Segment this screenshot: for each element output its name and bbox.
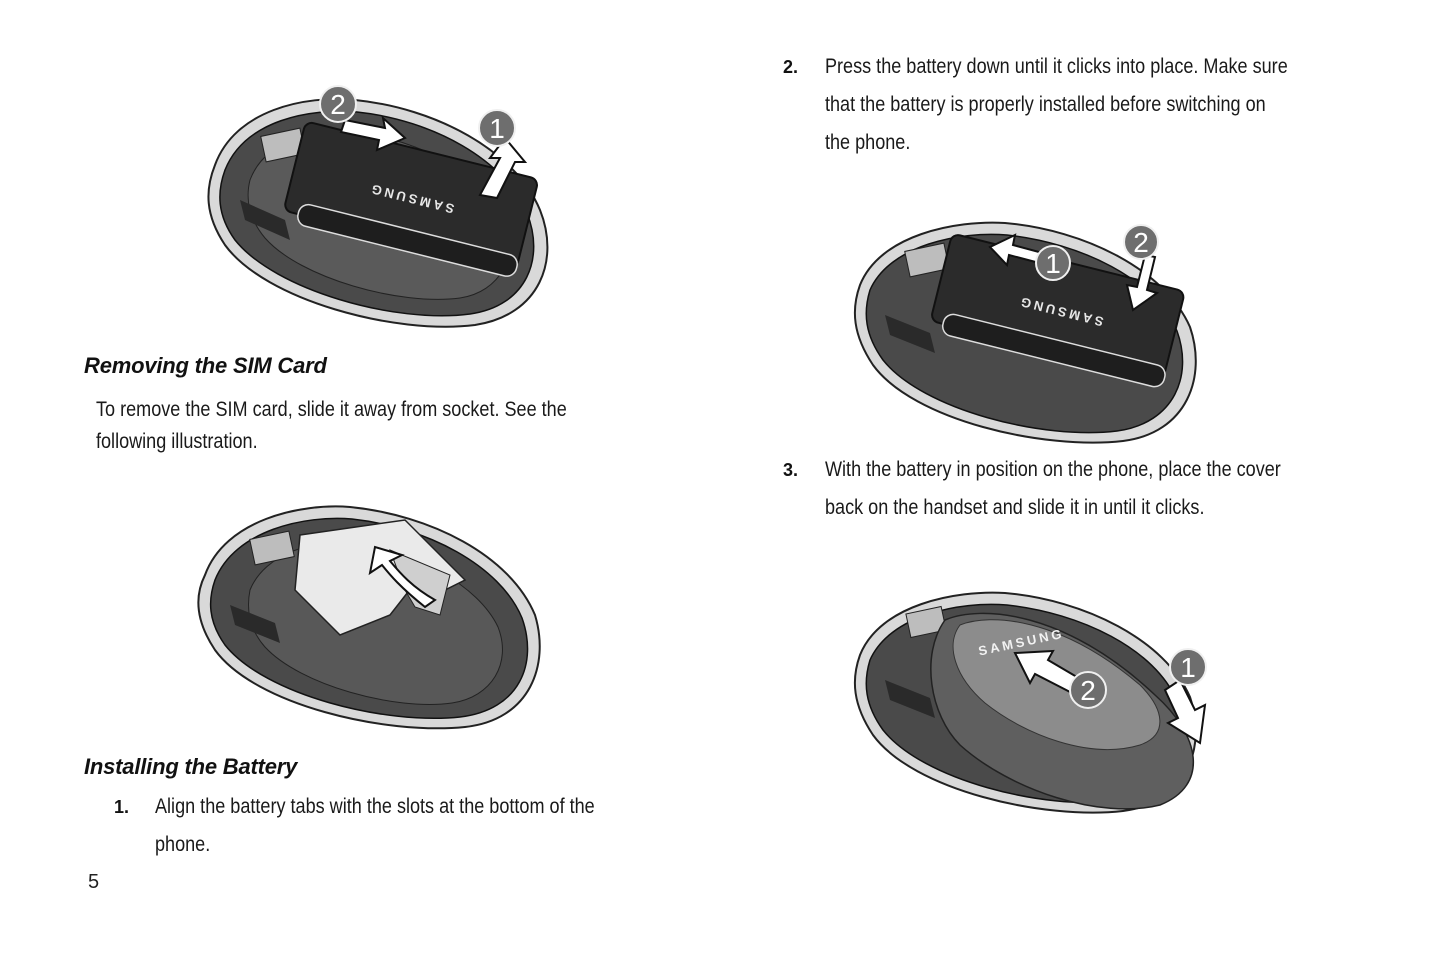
step-1-text: Align the battery tabs with the slots at… — [155, 788, 705, 864]
step-2-text-line: Press the battery down until it clicks i… — [825, 55, 1288, 78]
svg-text:2: 2 — [330, 89, 346, 120]
step-3-text-line: back on the handset and slide it in unti… — [825, 496, 1205, 519]
svg-text:1: 1 — [1180, 652, 1196, 683]
sim-removal-illustration — [197, 505, 541, 730]
callout-step-1-badge — [1035, 245, 1071, 281]
step-1-number: 1. — [114, 797, 130, 817]
step-3-text-line: With the battery in position on the phon… — [825, 458, 1281, 481]
step-2-text: Press the battery down until it clicks i… — [825, 48, 1375, 162]
svg-text:2: 2 — [1133, 227, 1149, 258]
callout-step-1-badge — [1169, 648, 1207, 686]
step-3-number: 3. — [783, 460, 799, 480]
step-1-text-line: Align the battery tabs with the slots at… — [155, 795, 595, 818]
page-number: 5 — [88, 871, 100, 893]
install-battery-heading: Installing the Battery — [84, 754, 298, 779]
callout-step-1-badge — [478, 109, 516, 147]
svg-text:1: 1 — [489, 113, 505, 144]
callout-step-2-badge — [1069, 671, 1107, 709]
step-2-text-line: the phone. — [825, 131, 911, 154]
svg-text:1: 1 — [1045, 248, 1061, 279]
svg-text:2: 2 — [1080, 675, 1096, 706]
callout-step-2-badge — [319, 85, 357, 123]
callout-step-2-badge — [1123, 224, 1159, 260]
remove-sim-description: To remove the SIM card, slide it away fr… — [96, 394, 646, 458]
remove-sim-description-line: following illustration. — [96, 430, 258, 453]
step-2-text-line: that the battery is properly installed b… — [825, 93, 1266, 116]
step-2-number: 2. — [783, 57, 799, 77]
remove-sim-heading: Removing the SIM Card — [84, 353, 327, 378]
remove-sim-description-line: To remove the SIM card, slide it away fr… — [96, 398, 567, 421]
step-3-text: With the battery in position on the phon… — [825, 451, 1375, 527]
step-1-text-line: phone. — [155, 833, 211, 856]
battery-install-illustration: SAMSUNG 1 2 — [853, 221, 1197, 444]
battery-removal-illustration: SAMSUNG 2 1 — [207, 85, 549, 328]
cover-install-illustration: SAMSUNG 1 2 — [853, 591, 1207, 814]
